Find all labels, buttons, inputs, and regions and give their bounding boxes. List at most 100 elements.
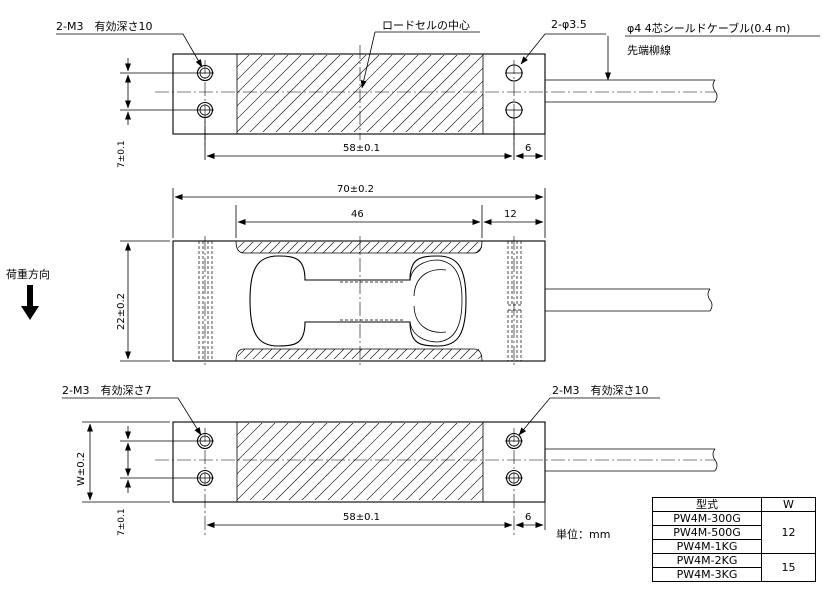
top-view: 2-M3 有効深さ10 ロードセルの中心 2-φ3.5 φ4 4芯シールドケーブ… — [56, 18, 820, 168]
hatch-line — [353, 55, 432, 132]
hatch-line — [482, 422, 562, 502]
hatch-line — [252, 348, 264, 359]
hatch-line — [301, 55, 380, 132]
header-w: W — [761, 497, 816, 512]
front-hidden-holes — [198, 241, 522, 361]
model-cell: PW4M-3KG — [652, 567, 762, 582]
hatch-line — [387, 348, 399, 359]
front-dim-length: 70±0.2 — [337, 184, 374, 195]
hatch-line — [405, 423, 483, 500]
hatch-line — [340, 242, 353, 253]
hatch-line — [313, 242, 326, 253]
hatch-line — [314, 423, 393, 500]
front-dim-end: 12 — [504, 209, 517, 220]
hatch-line — [470, 119, 483, 132]
hatch-line — [237, 55, 315, 132]
hatch-line — [268, 242, 281, 253]
hatch-line — [237, 423, 276, 462]
bottom-hole-upper-left — [196, 432, 214, 450]
bottom-hole-lower-left — [196, 469, 214, 487]
hatch-line — [295, 242, 308, 253]
hatch-line — [243, 348, 255, 359]
hatch-line — [279, 348, 291, 359]
bottom-hatch-area — [237, 422, 562, 502]
top-hole-upper-left — [196, 64, 214, 82]
hatch-line — [366, 423, 445, 500]
w-cell: 15 — [761, 553, 816, 582]
hatch-line — [327, 55, 406, 132]
hatch-line — [495, 54, 575, 134]
hatch-line — [485, 349, 497, 361]
hatch-line — [340, 55, 419, 132]
hatch-line — [237, 55, 276, 94]
model-cell: PW4M-300G — [652, 511, 762, 526]
hatch-line — [394, 242, 407, 253]
top-label-cable: φ4 4芯シールドケーブル(0.4 m) — [627, 21, 790, 35]
hatch-line — [392, 55, 471, 132]
front-hatch-top — [238, 241, 497, 253]
bottom-view: 2-M3 有効深さ7 2-M3 有効深さ10 W±0.2 7±0.1 58±0.… — [62, 383, 718, 541]
hatch-line — [457, 106, 483, 132]
model-cell: PW4M-1KG — [652, 539, 762, 554]
unit-label: 単位：mm — [556, 527, 610, 541]
hatch-line — [249, 55, 328, 132]
hatch-line — [457, 242, 470, 253]
hatch-line — [412, 242, 425, 253]
hatch-line — [482, 54, 562, 134]
hatch-line — [376, 242, 389, 253]
hatch-line — [459, 348, 471, 359]
hatch-line — [450, 348, 462, 359]
hatch-line — [444, 461, 483, 500]
front-view: 70±0.2 46 12 — [6, 184, 713, 366]
hatch-line — [466, 242, 479, 253]
hatch-line — [249, 423, 328, 500]
w-cell: 12 — [761, 511, 816, 554]
hatch-line — [431, 448, 483, 500]
top-dim-side: 7±0.1 — [117, 140, 127, 168]
hatch-line — [262, 423, 341, 500]
hatch-line — [261, 348, 273, 359]
hatch-line — [378, 348, 390, 359]
hatch-line — [333, 348, 345, 359]
hatch-line — [457, 474, 483, 500]
top-hole-lower-left — [196, 101, 214, 119]
hatch-line — [237, 423, 289, 475]
hatch-line — [360, 348, 372, 359]
hatch-line — [237, 423, 315, 500]
hatch-line — [441, 348, 453, 359]
hatch-line — [430, 242, 443, 253]
hatch-line — [475, 246, 482, 253]
hatch-line — [327, 423, 406, 500]
top-label-holes: 2-φ3.5 — [551, 18, 587, 31]
hatch-line — [275, 423, 354, 500]
hatch-line — [237, 423, 250, 436]
hatch-line — [288, 55, 367, 132]
hatch-line — [421, 242, 434, 253]
model-cell: PW4M-500G — [652, 525, 762, 540]
hatch-line — [367, 242, 380, 253]
front-dim-height: 22±0.2 — [116, 293, 127, 330]
hatch-line — [301, 423, 380, 500]
hatch-line — [396, 348, 408, 359]
hatch-line — [439, 242, 452, 253]
hatch-line — [288, 423, 367, 500]
bottom-label-left: 2-M3 有効深さ7 — [62, 383, 151, 397]
hatch-line — [468, 348, 480, 359]
hatch-line — [418, 435, 483, 500]
hatch-line — [306, 348, 318, 359]
hatch-line — [277, 242, 290, 253]
hatch-line — [366, 55, 445, 132]
hatch-line — [431, 80, 483, 132]
hatch-line — [250, 242, 263, 253]
table-row: PW4M-1KG — [652, 539, 816, 554]
hatch-line — [485, 241, 497, 253]
hatch-line — [403, 242, 416, 253]
bottom-dim-side: 7±0.1 — [117, 508, 127, 536]
front-body-outline — [172, 240, 546, 362]
hatch-line — [405, 348, 417, 359]
table-row: PW4M-2KG 15 — [652, 553, 816, 582]
load-direction-arrow-icon — [21, 285, 39, 320]
bottom-dim-end: 6 — [525, 512, 531, 523]
